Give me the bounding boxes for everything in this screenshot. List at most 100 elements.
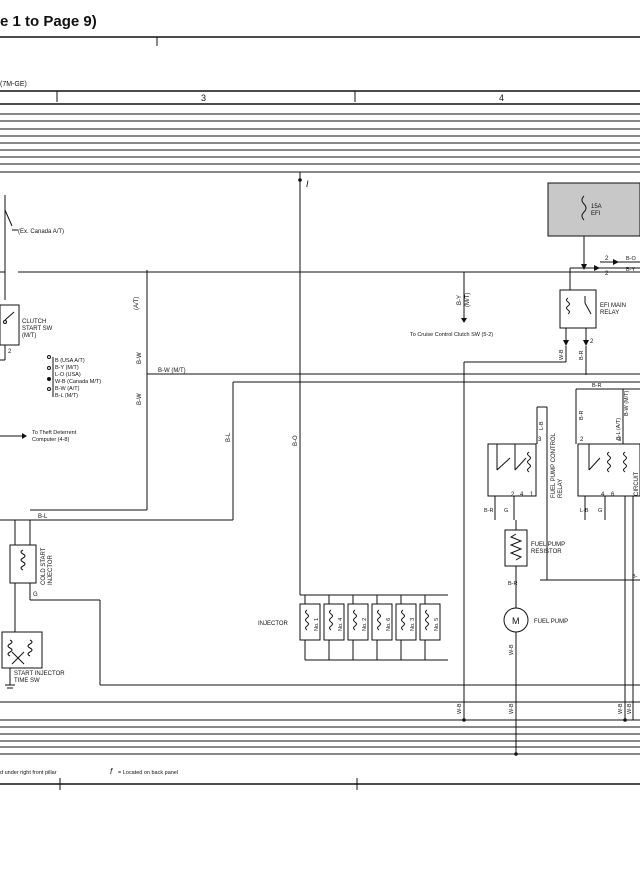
svg-text:L-B: L-B bbox=[580, 508, 589, 514]
svg-text:4: 4 bbox=[601, 492, 605, 498]
to-theft-label: To Theft Deterrent Computer (4-8) bbox=[32, 430, 77, 443]
wire-wb-label-2: W-B bbox=[509, 644, 515, 655]
svg-text:RELAY: RELAY bbox=[600, 310, 619, 316]
upper-bus-lines bbox=[0, 113, 640, 173]
start-injector-label: START INJECTOR TIME SW bbox=[14, 671, 65, 684]
svg-text:1: 1 bbox=[530, 492, 534, 498]
svg-text:(M/T): (M/T) bbox=[22, 333, 36, 339]
svg-text:15A: 15A bbox=[591, 204, 602, 210]
bo-vertical-label: B-O bbox=[293, 435, 299, 446]
wire-br-label-1: B-R bbox=[579, 351, 585, 361]
svg-text:FUEL PUMP: FUEL PUMP bbox=[531, 542, 565, 548]
injector-no4: No. 4 bbox=[323, 595, 345, 660]
cold-start-label: COLD START INJECTOR bbox=[41, 547, 54, 585]
injector-group: No. 1 No. 4 No. 2 No. 6 bbox=[299, 595, 441, 660]
svg-text:No. 4: No. 4 bbox=[338, 618, 344, 631]
svg-text:2: 2 bbox=[590, 339, 594, 345]
svg-text:TIME SW: TIME SW bbox=[14, 678, 40, 684]
svg-text:G: G bbox=[504, 508, 508, 514]
svg-text:B-: B- bbox=[632, 574, 638, 580]
wire-br-label-3: B-R bbox=[579, 411, 585, 421]
circuit-label: CIRCUIT bbox=[634, 471, 640, 496]
i-mark: I bbox=[306, 179, 309, 189]
svg-text:6: 6 bbox=[611, 492, 615, 498]
wire-by-label-1: B-Y bbox=[626, 267, 636, 273]
svg-text:2: 2 bbox=[511, 492, 515, 498]
svg-text:2: 2 bbox=[580, 437, 584, 443]
svg-text:No. 2: No. 2 bbox=[362, 618, 368, 631]
svg-text:RELAY: RELAY bbox=[558, 479, 564, 498]
svg-text:3: 3 bbox=[618, 437, 622, 443]
bw-vertical-label: B-W bbox=[137, 352, 143, 364]
wire-lb-label-1: L-B bbox=[539, 421, 545, 430]
svg-text:COLD START: COLD START bbox=[41, 547, 47, 585]
wire-wb-label-3: W-B bbox=[457, 703, 463, 714]
cold-start-injector bbox=[9, 544, 37, 584]
svg-text:B (USA A/T): B (USA A/T) bbox=[55, 358, 85, 364]
page-title: e 1 to Page 9) bbox=[0, 13, 97, 30]
wire-wb-label-6: W-B bbox=[627, 703, 633, 714]
wire-wb-label-5: W-B bbox=[618, 703, 624, 714]
injector-no3: No. 3 bbox=[395, 595, 417, 660]
fuel-pump-resistor bbox=[504, 529, 528, 567]
svg-text:2: 2 bbox=[8, 349, 12, 355]
fuse-box bbox=[547, 182, 640, 237]
svg-text:L-O (USA): L-O (USA) bbox=[55, 372, 81, 378]
injector-no5: No. 5 bbox=[419, 595, 441, 660]
footer-left-note: d under right front pillar bbox=[0, 770, 57, 776]
wire-bw-mt-label: B-W (M/T) bbox=[624, 390, 630, 416]
svg-text:No. 1: No. 1 bbox=[314, 618, 320, 631]
column-3-label: 3 bbox=[201, 93, 206, 103]
clutch-start-switch bbox=[0, 304, 20, 346]
svg-text:START SW: START SW bbox=[22, 326, 53, 332]
svg-text:FUEL PUMP CONTROL: FUEL PUMP CONTROL bbox=[551, 432, 557, 498]
injector-no2: No. 2 bbox=[347, 595, 369, 660]
efi-main-relay-label: EFI MAIN RELAY bbox=[600, 303, 626, 316]
fuse-label: 15A EFI bbox=[591, 204, 602, 217]
svg-text:CLUTCH: CLUTCH bbox=[22, 319, 46, 325]
svg-text:EFI: EFI bbox=[591, 211, 601, 217]
wire-wb-label-4: W-B bbox=[509, 703, 515, 714]
at-vertical-label: (A/T) bbox=[134, 297, 140, 310]
option-list: B (USA A/T) B-Y (M/T) L-O (USA) W-B (Can… bbox=[47, 355, 101, 399]
svg-text:B-Y (M/T): B-Y (M/T) bbox=[55, 365, 79, 371]
svg-text:EFI MAIN: EFI MAIN bbox=[600, 303, 626, 309]
by-vertical-label: B-Y bbox=[457, 295, 463, 305]
fuel-pump-control-label: FUEL PUMP CONTROL RELAY bbox=[551, 432, 564, 498]
wire-bl-at-label: B-L (A/T) bbox=[616, 418, 622, 440]
svg-text:B-L (M/T): B-L (M/T) bbox=[55, 393, 78, 399]
fuel-pump-label: FUEL PUMP bbox=[534, 619, 568, 625]
bw-mt-label: B-W (M/T) bbox=[158, 368, 186, 374]
bw-vertical-label-2: B-W bbox=[137, 393, 143, 405]
mt-vertical-label: (M/T) bbox=[465, 293, 471, 307]
bl-horizontal-label: B-L bbox=[38, 514, 48, 520]
footer-right-mark: f bbox=[110, 767, 113, 776]
svg-text:2: 2 bbox=[605, 256, 609, 262]
lower-bus-lines bbox=[0, 701, 640, 755]
bl-vertical-label: B-L bbox=[226, 432, 232, 442]
efi-main-relay bbox=[559, 289, 597, 329]
svg-text:No. 5: No. 5 bbox=[434, 618, 440, 631]
svg-text:W-B (Canada M/T): W-B (Canada M/T) bbox=[55, 379, 101, 385]
wire-wb-label-1: W-B bbox=[559, 349, 565, 360]
injector-no6: No. 6 bbox=[371, 595, 393, 660]
svg-text:B-R: B-R bbox=[508, 581, 518, 587]
svg-text:4: 4 bbox=[520, 492, 524, 498]
svg-text:G: G bbox=[33, 592, 38, 598]
footer-right-note: = Located on back panel bbox=[118, 770, 178, 776]
to-cruise-label: To Cruise Control Clutch SW (5-2) bbox=[410, 332, 493, 338]
svg-text:INJECTOR: INJECTOR bbox=[48, 554, 54, 585]
svg-text:No. 6: No. 6 bbox=[386, 618, 392, 631]
circuit-opening-relay bbox=[577, 443, 640, 497]
svg-text:B-W (A/T): B-W (A/T) bbox=[55, 386, 80, 392]
engine-label: (7M-GE) bbox=[0, 81, 27, 88]
clutch-start-label: CLUTCH START SW (M/T) bbox=[22, 319, 53, 339]
injector-label: INJECTOR bbox=[258, 621, 289, 627]
svg-text:2: 2 bbox=[605, 271, 609, 277]
svg-text:G: G bbox=[598, 508, 602, 514]
ex-canada-label: (Ex. Canada A/T) bbox=[18, 229, 64, 235]
injector-no1: No. 1 bbox=[299, 595, 321, 660]
svg-text:START INJECTOR: START INJECTOR bbox=[14, 671, 65, 677]
wire-br-label-2: B-R bbox=[592, 383, 602, 389]
